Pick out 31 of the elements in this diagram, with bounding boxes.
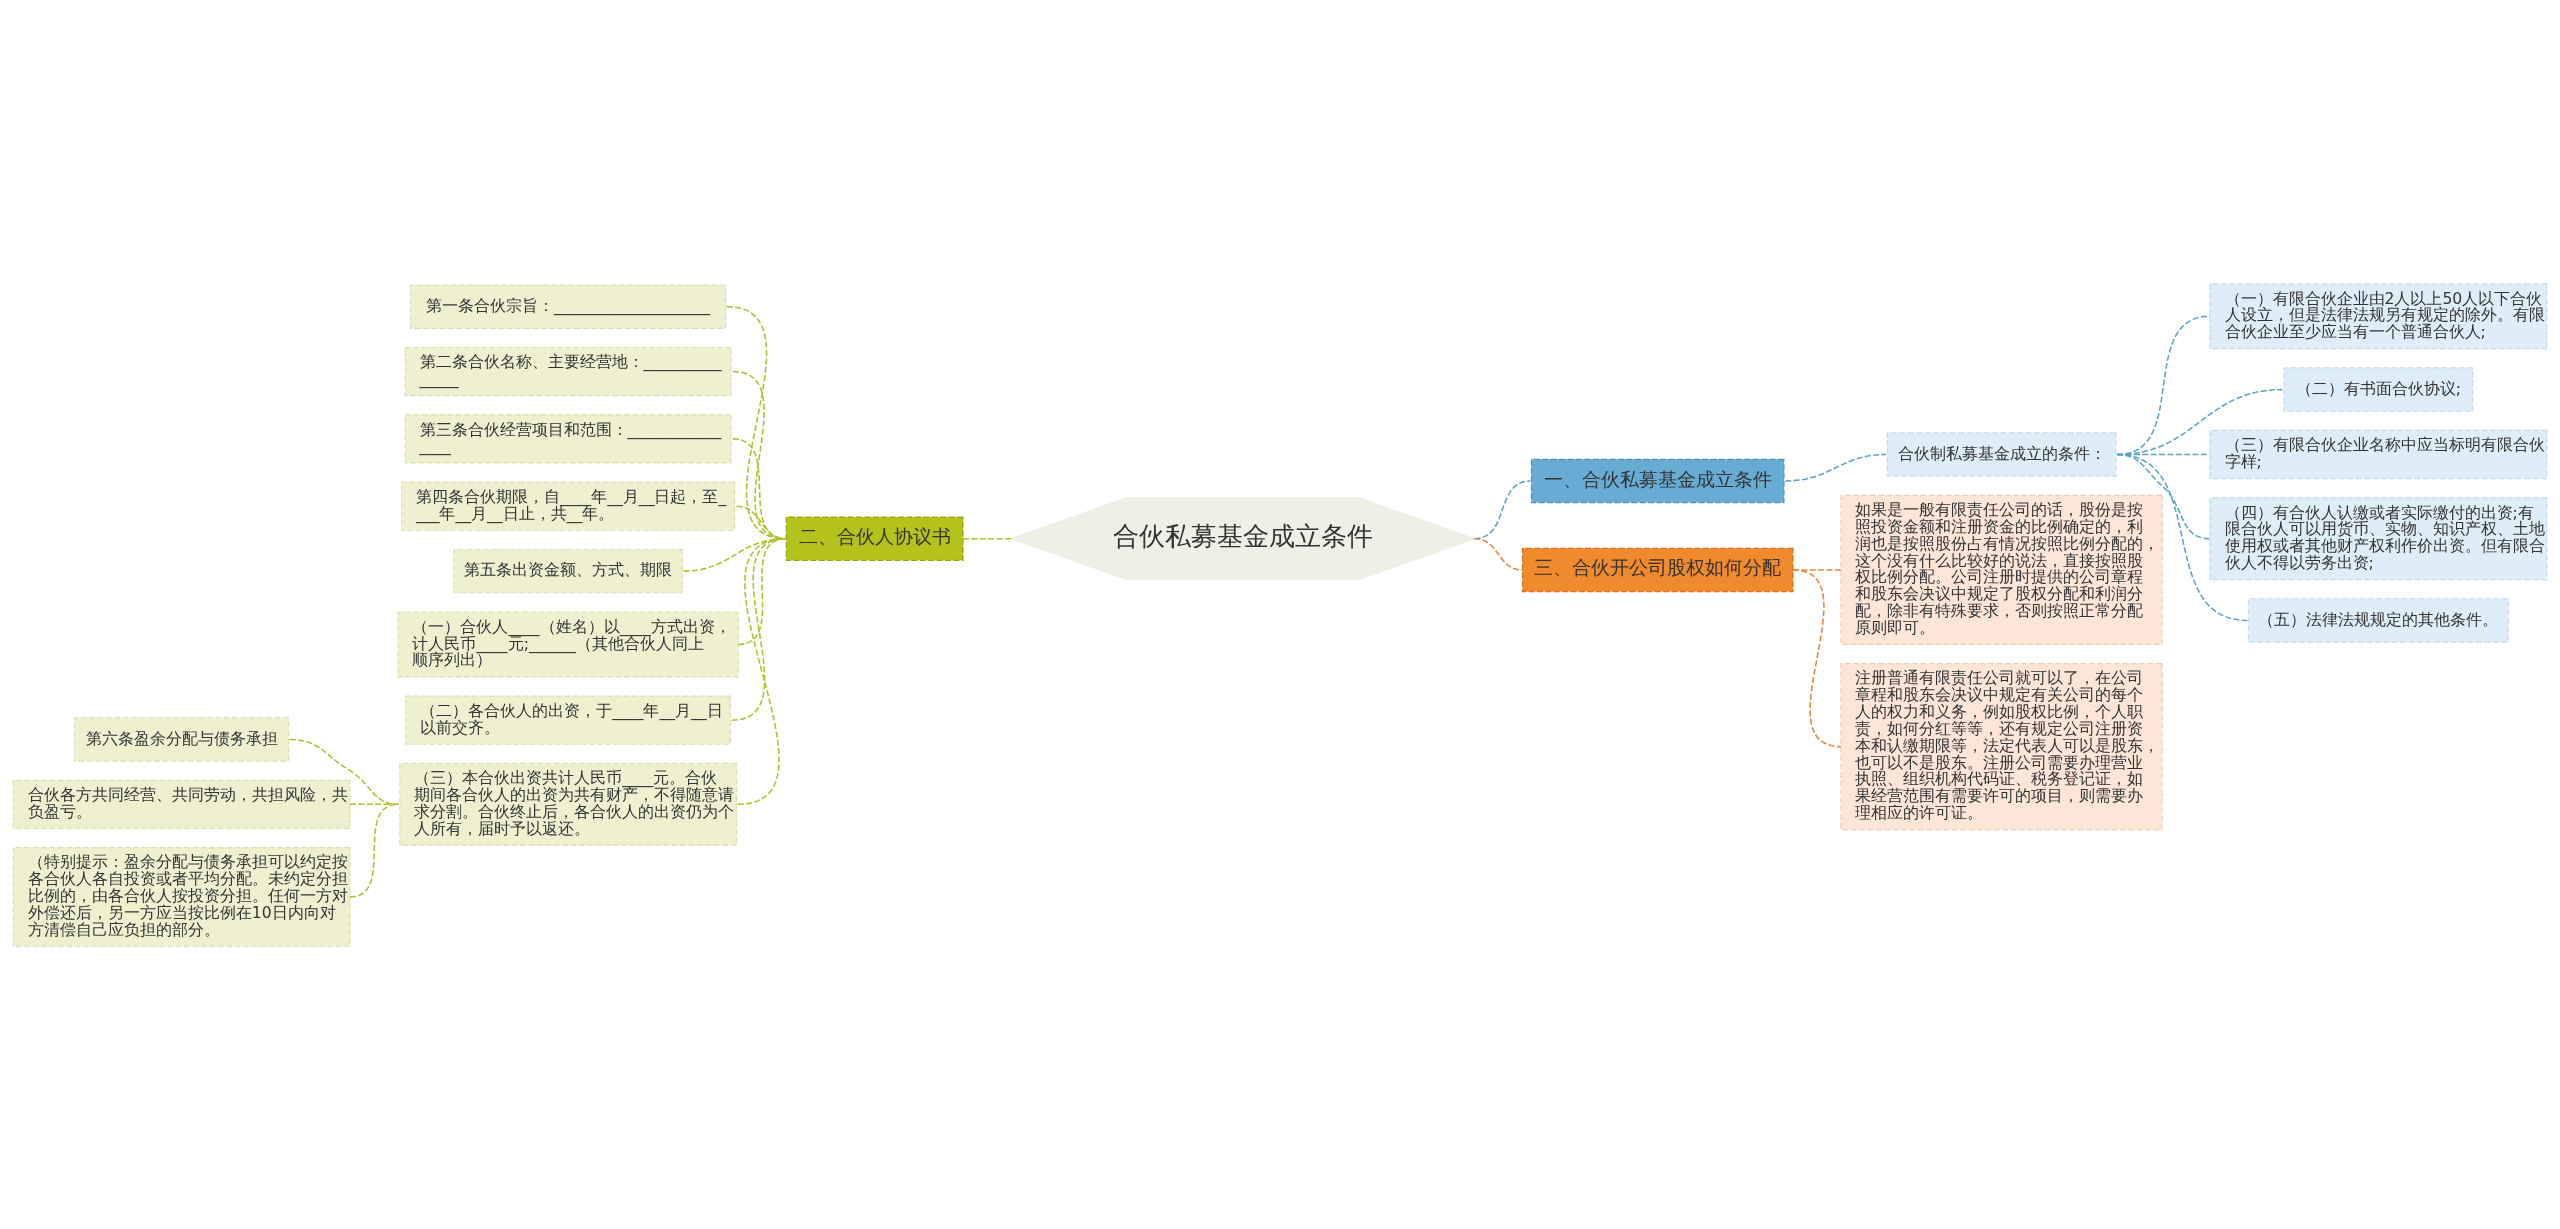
connector — [2116, 453, 2249, 621]
node-box: （五）法律法规规定的其他条件。 — [2247, 597, 2509, 643]
node-box: （二）有书面合伙协议; — [2283, 366, 2474, 412]
node-box: 注册普通有限责任公司就可以了，在公司章程和股东会决议中规定有关公司的每个人的权力和义务，例如股权比例，个人职责，如何分红等等，还有规定公司注册资本和认缴期限等，法定代表人可以是股东，也可以不是股东。注册公司需要办理营业执照、组织机构代码证、税务登记证，如果经营范围有需要许可的项目，则需要办理相应的许可证。 — [1840, 662, 2163, 830]
node-box: 合伙各方共同经营、共同劳动，共担风险，共负盈亏。 — [12, 779, 351, 829]
node-box: （特别提示：盈余分配与债务承担可以约定按各合伙人各自投资或者平均分配。未约定分担比例的，由各合伙人按投资分担。任何一方对外偿还后，另一方应当按比例在10日内向对方清偿自己应负担的部分。 — [12, 846, 351, 947]
node-box: （三）本合伙出资共计人民币____元。合伙期间各合伙人的出资为共有财产，不得随意请求分割。合伙终止后，各合伙人的出资仍为个人所有，届时予以返还。 — [399, 762, 737, 846]
node-box: 三、合伙开公司股权如何分配 — [1521, 547, 1794, 592]
connector — [349, 803, 400, 898]
connector — [962, 537, 1012, 539]
connector — [349, 803, 400, 805]
node-box: 合伙制私募基金成立的条件： — [1886, 431, 2117, 477]
connector — [1473, 537, 1524, 571]
node-box: 第三条合伙经营项目和范围：________________ — [404, 413, 732, 464]
node-box: 第一条合伙宗旨：____________________ — [410, 283, 727, 329]
node-box: 一、合伙私募基金成立条件 — [1530, 458, 1785, 503]
node-box: 第四条合伙期限，自____年__月__日起，至____年__月__日止，共__年。 — [401, 481, 736, 531]
node-box: （四）有合伙人认缴或者实际缴付的出资;有限合伙人可以用货币、实物、知识产权、土地使用权或者其他财产权利作价出资。但有限合伙人不得以劳务出资; — [2209, 496, 2548, 580]
node-box: （三）有限合伙企业名称中应当标明有限合伙字样; — [2209, 429, 2548, 479]
node-box: 如果是一般有限责任公司的话，股份是按照投资金额和注册资金的比例确定的，利润也是按照股份占有情况按照比例分配的，这个没有什么比较好的说法，直接按照股权比例分配。公司注册时提供的公司章程和股东会决议中规定了股权分配和利润分配，除非有特殊要求，否则按照正常分配原则即可。 — [1840, 494, 2163, 645]
node-box: （一）有限合伙企业由2人以上50人以下合伙人设立，但是法律法规另有规定的除外。有限合伙企业至少应当有一个普通合伙人; — [2209, 282, 2548, 349]
node-box: 二、合伙人协议书 — [785, 515, 964, 561]
connector — [1792, 568, 1842, 747]
connector — [289, 738, 400, 805]
node-box: 第二条合伙名称、主要经营地：_______________ — [404, 346, 732, 396]
node-box: 第五条出资金额、方式、期限 — [453, 548, 683, 593]
node-box: （二）各合伙人的出资，于____年__月__日以前交齐。 — [405, 695, 731, 745]
connector — [730, 537, 788, 721]
node-box: （一）合伙人____（姓名）以____方式出资，计人民币____元;______（其他合伙人同上顺序列出） — [397, 610, 739, 677]
node-box: 第六条盈余分配与债务承担 — [74, 716, 290, 762]
connector — [1784, 453, 1887, 482]
